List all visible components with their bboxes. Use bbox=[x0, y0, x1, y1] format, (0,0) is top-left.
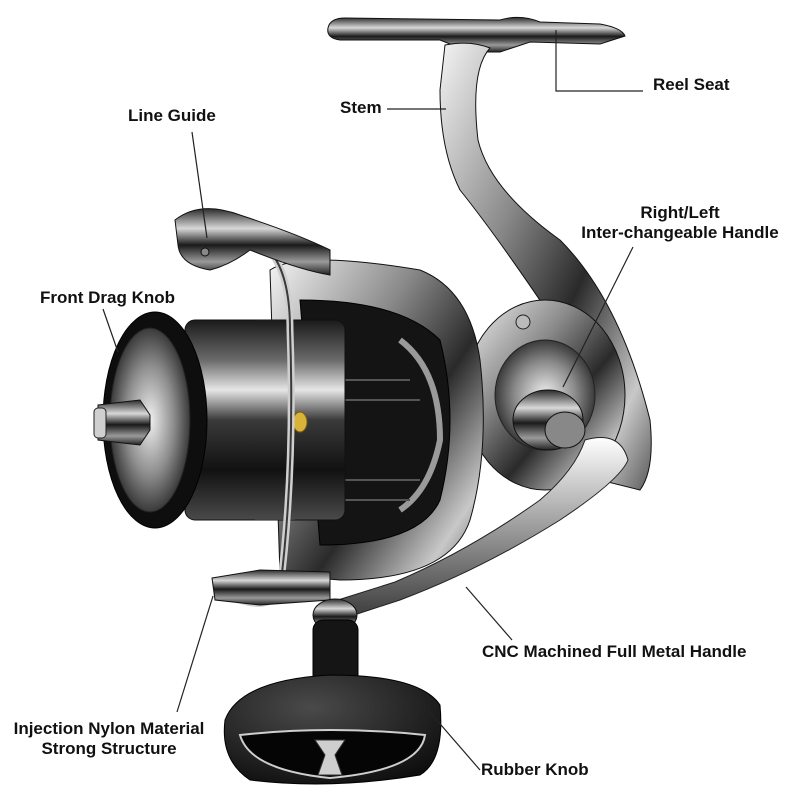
screw-icon bbox=[515, 314, 531, 330]
label-cnc-handle: CNC Machined Full Metal Handle bbox=[482, 642, 747, 661]
leader-front-drag-knob bbox=[102, 308, 119, 353]
label-injection-nylon-line2: Strong Structure bbox=[41, 739, 177, 758]
label-stem: Stem bbox=[340, 98, 382, 117]
label-interchangeable-handle: Right/Left Inter-changeable Handle bbox=[567, 203, 793, 243]
leader-interchangeable-handle bbox=[562, 246, 634, 388]
label-rubber-knob: Rubber Knob bbox=[481, 760, 589, 779]
leader-rubber-knob bbox=[427, 709, 481, 771]
label-reel-seat: Reel Seat bbox=[653, 75, 730, 94]
label-injection-nylon: Injection Nylon Material Strong Structur… bbox=[3, 719, 215, 759]
spool bbox=[102, 311, 346, 529]
leader-lines bbox=[102, 30, 643, 771]
leader-reel-seat bbox=[555, 30, 643, 92]
leader-line-guide bbox=[191, 131, 208, 239]
label-injection-nylon-line1: Injection Nylon Material bbox=[13, 719, 205, 738]
label-interchangeable-handle-line1: Right/Left bbox=[640, 203, 720, 222]
leader-injection-nylon bbox=[176, 595, 214, 713]
label-line-guide: Line Guide bbox=[128, 106, 216, 125]
leader-cnc-handle bbox=[465, 586, 513, 641]
rubber-knob-part bbox=[223, 619, 442, 785]
reel-seat-part bbox=[327, 16, 626, 53]
gold-pin-icon bbox=[292, 411, 308, 433]
bail-arm bbox=[174, 208, 331, 607]
front-drag-knob-part bbox=[93, 399, 151, 446]
label-front-drag-knob: Front Drag Knob bbox=[40, 288, 176, 307]
label-interchangeable-handle-line2: Inter-changeable Handle bbox=[581, 223, 779, 242]
